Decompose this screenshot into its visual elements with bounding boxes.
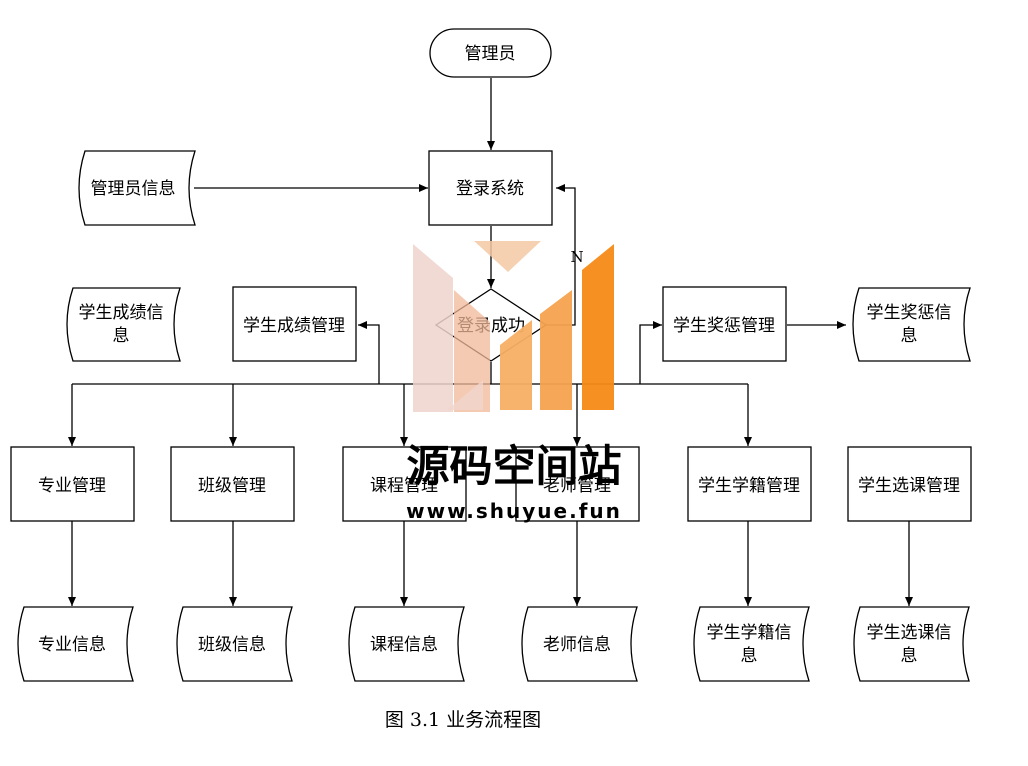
selection-info-label-line1: 学生选课信: [867, 623, 952, 643]
login-process: 登录系统: [428, 150, 553, 226]
score-mgmt-label: 学生成绩管理: [243, 316, 345, 336]
doc-teacher-info: 老师信息: [521, 606, 638, 682]
start-node: 管理员: [429, 28, 552, 78]
score-info-doc: 学生成绩信 息: [66, 287, 181, 362]
module-major-mgmt: 专业管理: [10, 446, 135, 522]
course-mgmt-label: 课程管理: [370, 476, 438, 496]
arrow-to-reward-mgmt: [639, 321, 662, 384]
course-info-label: 课程信息: [370, 635, 438, 655]
score-info-label-line2: 息: [113, 326, 130, 346]
arrow-to-score-mgmt: [358, 321, 380, 384]
reward-info-label-line1: 学生奖惩信: [867, 303, 952, 323]
score-mgmt-process: 学生成绩管理: [232, 286, 357, 362]
admin-info-label: 管理员信息: [91, 179, 176, 199]
status-info-label-line1: 学生学籍信: [707, 623, 792, 643]
class-info-label: 班级信息: [198, 635, 266, 655]
class-mgmt-label: 班级管理: [198, 476, 266, 496]
doc-class-info: 班级信息: [176, 606, 293, 682]
doc-course-info: 课程信息: [348, 606, 465, 682]
login-label: 登录系统: [456, 179, 524, 199]
teacher-info-label: 老师信息: [543, 635, 611, 655]
status-mgmt-label: 学生学籍管理: [698, 476, 800, 496]
major-info-label: 专业信息: [38, 635, 106, 655]
start-label: 管理员: [465, 44, 516, 64]
watermark-title: 源码空间站: [407, 442, 622, 492]
reward-mgmt-process: 学生奖惩管理: [662, 286, 787, 362]
module-selection-mgmt: 学生选课管理: [847, 446, 972, 522]
module-course-mgmt: 课程管理: [342, 446, 467, 522]
doc-selection-info: 学生选课信 息: [853, 606, 970, 682]
selection-info-label-line2: 息: [901, 646, 918, 666]
selection-mgmt-label: 学生选课管理: [858, 476, 960, 496]
watermark-logo: [413, 241, 614, 412]
figure-caption: 图 3.1 业务流程图: [385, 709, 541, 731]
reward-mgmt-label: 学生奖惩管理: [673, 316, 775, 336]
module-status-mgmt: 学生学籍管理: [687, 446, 812, 522]
doc-major-info: 专业信息: [17, 606, 134, 682]
watermark: 源码空间站 www.shuyue.fun: [406, 241, 622, 523]
reward-info-label-line2: 息: [901, 326, 918, 346]
module-teacher-mgmt: 老师管理: [515, 446, 640, 522]
teacher-mgmt-label: 老师管理: [543, 476, 611, 496]
connectors: [68, 78, 913, 606]
major-mgmt-label: 专业管理: [38, 476, 106, 496]
status-info-label-line2: 息: [741, 646, 758, 666]
score-info-label-line1: 学生成绩信: [79, 303, 164, 323]
watermark-url: www.shuyue.fun: [406, 499, 622, 523]
admin-info-doc: 管理员信息: [78, 150, 196, 226]
module-class-mgmt: 班级管理: [170, 446, 295, 522]
reward-info-doc: 学生奖惩信 息: [852, 287, 971, 362]
doc-status-info: 学生学籍信 息: [693, 606, 810, 682]
no-branch-label: N: [570, 248, 583, 266]
